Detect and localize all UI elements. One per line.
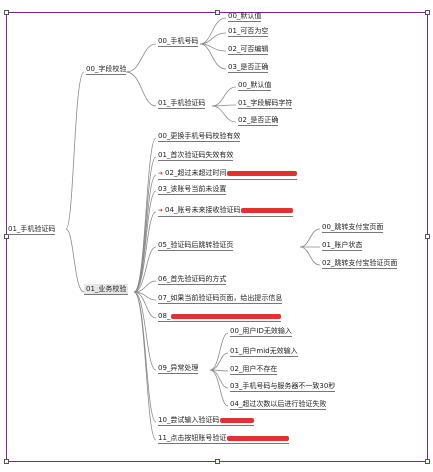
node-verify-code[interactable]: 01_手机验证码 [158,98,206,109]
leaf-label: 02_是否正确 [238,116,279,124]
leaf-09-01[interactable]: 01_用户mid无效输入 [230,346,298,357]
item-02[interactable]: ➜02_超过未超过时间 [158,168,298,180]
resize-handle-top-right[interactable] [425,10,430,15]
resize-handle-middle-left[interactable] [4,234,9,239]
item-06[interactable]: 06_首先验证码的方式 [158,274,227,285]
item-01[interactable]: 01_首次验证码失效有效 [158,150,234,161]
item-09[interactable]: 09_异常处理 [158,363,199,374]
resize-handle-middle-right[interactable] [425,234,430,239]
leaf-code-default[interactable]: 00_默认值 [238,80,272,91]
item-label: 05_验证码后跳转验证页 [158,241,234,249]
leaf-label: 00_用户ID无效输入 [230,327,292,335]
redaction-mark [220,417,255,423]
leaf-05-00[interactable]: 00_跳转支付宝页面 [322,222,384,233]
branch-field-check[interactable]: 00_字段校验 [86,64,127,75]
leaf-09-00[interactable]: 00_用户ID无效输入 [230,326,292,337]
item-10[interactable]: 10_尝试输入验证码 [158,415,255,426]
leaf-label: 02_跳转支付宝验证页面 [322,259,398,267]
leaf-label: 00_默认值 [228,12,262,20]
leaf-label: 04_超过次数以后进行验证失败 [230,400,327,408]
item-00[interactable]: 00_更换手机号码校验有效 [158,131,241,142]
redaction-mark [171,313,282,319]
item-label: 11_点击按钮账号验证 [158,434,227,442]
leaf-phone-correct[interactable]: 03_是否正确 [228,62,269,73]
item-07[interactable]: 07_如果当前验证码页面，给出提示信息 [158,293,283,304]
arrow-icon: ➜ [158,170,164,177]
resize-handle-bottom-center[interactable] [215,459,220,464]
item-label: 00_更换手机号码校验有效 [158,132,241,140]
leaf-phone-empty[interactable]: 01_可否为空 [228,26,269,37]
item-label: 01_首次验证码失效有效 [158,151,234,159]
branch-field-check-label: 00_字段校验 [86,65,127,73]
redaction-mark [241,207,294,213]
item-label: 03_该账号当前未设置 [158,185,227,193]
node-verify-code-label: 01_手机验证码 [158,99,206,107]
item-08[interactable]: 08_ [158,311,282,322]
root-label: 01_手机验证码 [8,225,56,233]
node-phone-number[interactable]: 00_手机号码 [158,36,199,47]
redaction-mark [227,435,290,441]
leaf-label: 01_用户mid无效输入 [230,347,298,355]
root-node[interactable]: 01_手机验证码 [8,224,56,235]
leaf-09-03[interactable]: 03_手机号码与服务器不一致30秒 [230,381,336,392]
arrow-icon: ➜ [158,207,164,214]
branch-business-check-label: 01_业务校验 [86,285,127,293]
redaction-mark [227,170,298,176]
leaf-label: 02_可否编辑 [228,45,269,53]
item-label: 07_如果当前验证码页面，给出提示信息 [158,294,283,302]
leaf-label: 01_可否为空 [228,27,269,35]
item-03[interactable]: 03_该账号当前未设置 [158,184,227,195]
leaf-label: 00_跳转支付宝页面 [322,223,384,231]
node-phone-number-label: 00_手机号码 [158,37,199,45]
leaf-label: 03_是否正确 [228,63,269,71]
leaf-label: 01_账户状态 [322,241,363,249]
leaf-label: 00_默认值 [238,81,272,89]
item-label: 09_异常处理 [158,364,199,372]
item-05[interactable]: 05_验证码后跳转验证页 [158,240,234,251]
item-label: 08_ [158,312,171,320]
item-label: 10_尝试输入验证码 [158,416,220,424]
item-label: 02_超过未超过时间 [165,169,227,177]
leaf-phone-default[interactable]: 00_默认值 [228,11,262,22]
leaf-label: 02_用户不存在 [230,365,278,373]
resize-handle-top-left[interactable] [4,10,9,15]
leaf-09-04[interactable]: 04_超过次数以后进行验证失败 [230,399,327,410]
leaf-code-correct[interactable]: 02_是否正确 [238,115,279,126]
item-label: 04_账号未来接收验证码 [165,206,241,214]
item-11[interactable]: 11_点击按钮账号验证 [158,433,290,444]
leaf-phone-editable[interactable]: 02_可否编辑 [228,44,269,55]
leaf-label: 03_手机号码与服务器不一致30秒 [230,382,336,390]
resize-handle-top-center[interactable] [215,10,220,15]
resize-handle-bottom-left[interactable] [4,459,9,464]
leaf-code-chars[interactable]: 01_字段解码字符 [238,98,293,109]
item-label: 06_首先验证码的方式 [158,275,227,283]
leaf-09-02[interactable]: 02_用户不存在 [230,364,278,375]
leaf-label: 01_字段解码字符 [238,99,293,107]
branch-business-check[interactable]: 01_业务校验 [84,284,129,295]
leaf-05-01[interactable]: 01_账户状态 [322,240,363,251]
leaf-05-02[interactable]: 02_跳转支付宝验证页面 [322,258,398,269]
resize-handle-bottom-right[interactable] [425,459,430,464]
item-04[interactable]: ➜04_账号未来接收验证码 [158,205,294,217]
